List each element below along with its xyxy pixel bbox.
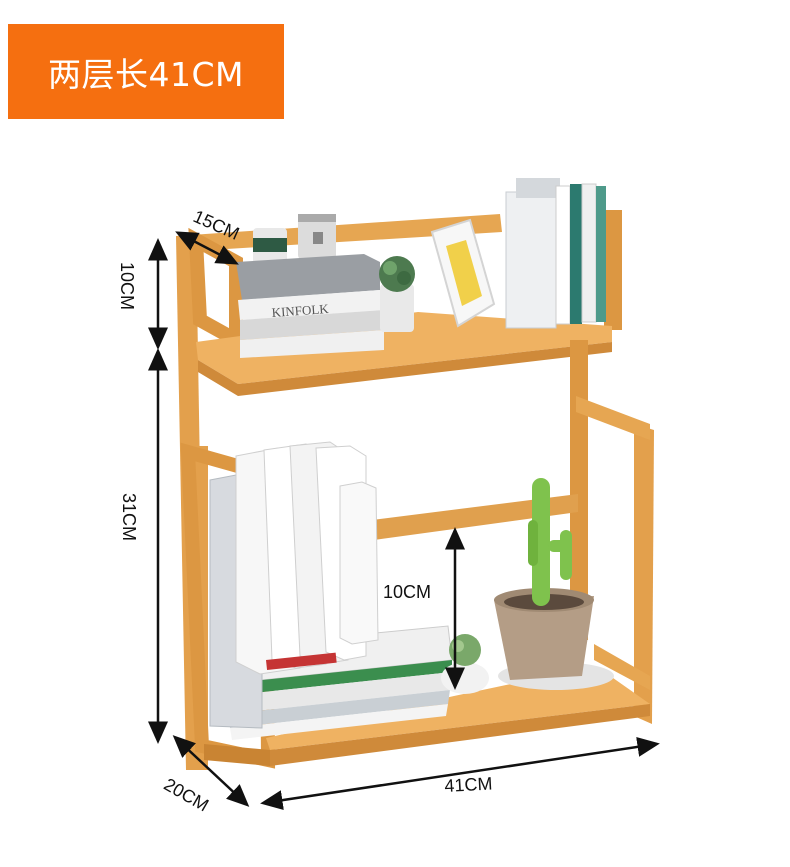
total-height-label: 31CM	[119, 493, 139, 542]
top-height-label: 10CM	[117, 262, 137, 311]
top-shelf-items: KINFOLK	[236, 178, 606, 358]
cactus-pot	[494, 478, 614, 690]
banner-title: 两层长41CM	[47, 54, 244, 94]
inner-height-label: 10CM	[383, 582, 432, 602]
title-banner: 两层长41CM	[8, 24, 284, 119]
lower-shelf-books	[209, 441, 453, 740]
book-spine-text: KINFOLK	[271, 301, 330, 320]
width-label: 41CM	[443, 773, 493, 796]
dimension-arrows	[148, 231, 660, 811]
